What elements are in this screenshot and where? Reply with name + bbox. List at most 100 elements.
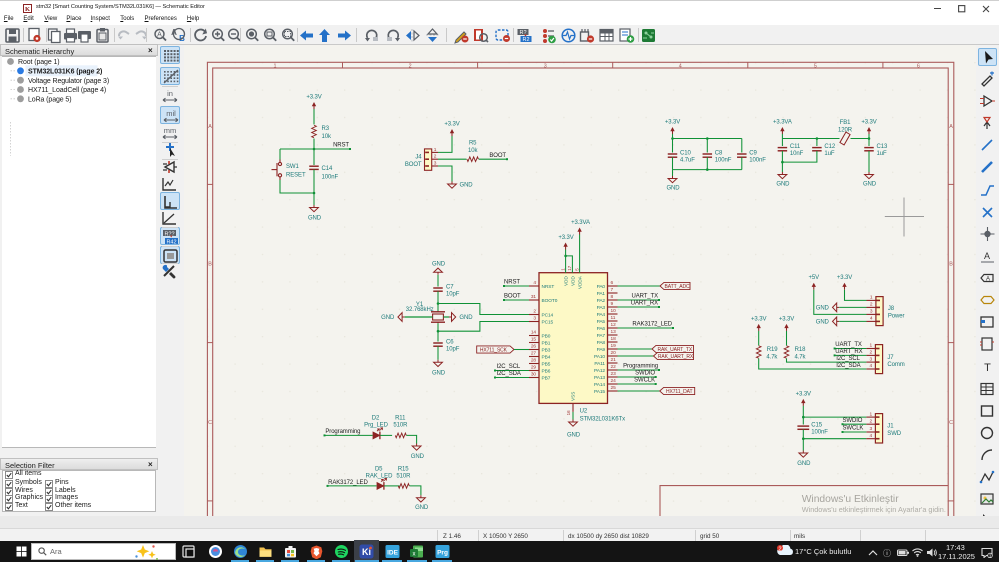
- svg-text:1: 1: [870, 343, 873, 349]
- svg-text:2: 2: [533, 309, 536, 315]
- svg-text:PB0: PB0: [542, 334, 551, 340]
- svg-text:PA1: PA1: [597, 291, 606, 297]
- svg-text:+3.3V: +3.3V: [861, 120, 876, 126]
- svg-text:+3.3V: +3.3V: [665, 120, 680, 126]
- svg-text:+3.3V: +3.3V: [558, 235, 573, 241]
- svg-text:22: 22: [611, 364, 617, 370]
- svg-text:BOOT0: BOOT0: [542, 298, 558, 304]
- svg-text:32.768kHz: 32.768kHz: [406, 307, 434, 313]
- svg-text:NRST: NRST: [504, 280, 520, 286]
- svg-text:4.7uF: 4.7uF: [680, 158, 695, 164]
- svg-text:mm: mm: [164, 126, 177, 135]
- svg-text:A: A: [208, 124, 212, 130]
- svg-text:BATT_ADC: BATT_ADC: [665, 284, 690, 290]
- svg-text:C13: C13: [877, 144, 888, 150]
- svg-text:PC14: PC14: [542, 313, 554, 319]
- svg-text:21: 21: [611, 357, 617, 363]
- svg-text:C11: C11: [790, 144, 801, 150]
- svg-text:+3.3V: +3.3V: [306, 95, 321, 101]
- svg-text:R18: R18: [795, 347, 806, 353]
- svg-text:GND: GND: [816, 320, 830, 326]
- svg-text:10nF: 10nF: [790, 151, 804, 157]
- svg-text:B: B: [208, 262, 212, 268]
- svg-text:SW1: SW1: [286, 164, 299, 170]
- svg-text:A: A: [949, 124, 953, 130]
- svg-text:PA3: PA3: [597, 305, 606, 311]
- svg-text:4.7k: 4.7k: [766, 354, 778, 360]
- svg-text:20: 20: [611, 350, 617, 356]
- svg-text:GND: GND: [776, 182, 790, 188]
- svg-text:I2C_SCL: I2C_SCL: [836, 356, 860, 362]
- svg-text:RAK_LED: RAK_LED: [366, 474, 393, 480]
- svg-text:2: 2: [409, 63, 412, 69]
- svg-text:x: x: [413, 552, 416, 558]
- svg-text:LoRa (page 5): LoRa (page 5): [28, 96, 71, 103]
- svg-text:120R: 120R: [838, 127, 853, 133]
- svg-text:PA14: PA14: [594, 382, 605, 388]
- svg-text:2: 2: [870, 418, 873, 424]
- svg-text:19: 19: [611, 343, 617, 349]
- svg-text:C12: C12: [824, 144, 835, 150]
- svg-text:14: 14: [531, 330, 537, 336]
- svg-text:100nF: 100nF: [322, 175, 339, 181]
- svg-text:SWDIO: SWDIO: [843, 418, 863, 424]
- svg-text:100nF: 100nF: [811, 430, 828, 436]
- svg-text:PA7: PA7: [597, 333, 606, 339]
- svg-text:HX711_SCK: HX711_SCK: [480, 348, 508, 354]
- svg-text:R??: R??: [164, 231, 174, 237]
- svg-text:R2: R2: [522, 37, 529, 43]
- svg-text:PA6: PA6: [597, 326, 606, 332]
- svg-text:10k: 10k: [322, 134, 332, 140]
- svg-text:10: 10: [611, 308, 617, 314]
- svg-text:BOOT: BOOT: [504, 294, 521, 300]
- svg-text:29: 29: [531, 365, 537, 371]
- svg-text:UART_TX: UART_TX: [835, 342, 862, 348]
- svg-text:3: 3: [870, 309, 873, 315]
- svg-text:D2: D2: [372, 416, 380, 422]
- svg-text:2: 2: [778, 546, 781, 552]
- svg-text:17: 17: [567, 265, 572, 271]
- svg-text:J1: J1: [887, 424, 894, 430]
- svg-text:PB3: PB3: [542, 348, 551, 354]
- svg-text:4.7k: 4.7k: [795, 354, 807, 360]
- svg-text:4: 4: [533, 280, 536, 286]
- svg-text:PA8: PA8: [597, 340, 606, 346]
- svg-text:GND: GND: [308, 216, 322, 222]
- svg-text:GND: GND: [460, 183, 474, 189]
- svg-text:PB4: PB4: [542, 355, 551, 361]
- svg-text:SWCLK: SWCLK: [843, 426, 864, 432]
- svg-text:12: 12: [611, 322, 617, 328]
- svg-text:+3.3VA: +3.3VA: [773, 120, 792, 126]
- svg-text:HX711_DAT: HX711_DAT: [666, 389, 692, 395]
- svg-text:SWDIO: SWDIO: [635, 371, 655, 377]
- svg-text:I2C_SDA: I2C_SDA: [497, 371, 521, 377]
- svg-text:2: 2: [434, 154, 437, 160]
- svg-text:SWCLK: SWCLK: [634, 378, 655, 384]
- svg-text:C10: C10: [680, 151, 691, 157]
- svg-text:18: 18: [611, 336, 617, 342]
- svg-text:C14: C14: [322, 166, 333, 172]
- svg-text:STM32L031K6 (page 2): STM32L031K6 (page 2): [28, 68, 102, 75]
- svg-text:GND: GND: [863, 182, 877, 188]
- svg-text:PA4: PA4: [597, 312, 606, 318]
- svg-text:100nF: 100nF: [749, 158, 766, 164]
- svg-text:+3.3V: +3.3V: [779, 316, 794, 322]
- svg-text:C8: C8: [715, 151, 723, 157]
- svg-text:GND: GND: [567, 433, 581, 439]
- svg-text:23: 23: [611, 371, 617, 377]
- svg-text:1: 1: [273, 63, 276, 69]
- svg-text:4: 4: [679, 63, 682, 69]
- svg-text:Y1: Y1: [416, 302, 424, 308]
- svg-text:PA5: PA5: [597, 319, 606, 325]
- svg-text:PA15: PA15: [594, 389, 605, 395]
- svg-text:13: 13: [611, 329, 617, 335]
- svg-text:C7: C7: [446, 285, 454, 291]
- svg-text:PA0: PA0: [597, 284, 606, 290]
- svg-text:PA9: PA9: [597, 347, 606, 353]
- svg-text:PB5: PB5: [542, 362, 551, 368]
- svg-text:3: 3: [434, 161, 437, 167]
- svg-text:9: 9: [611, 301, 614, 307]
- svg-text:NRST: NRST: [333, 143, 349, 149]
- svg-text:UART_TX: UART_TX: [631, 294, 658, 300]
- svg-text:I2C_SDA: I2C_SDA: [836, 363, 860, 369]
